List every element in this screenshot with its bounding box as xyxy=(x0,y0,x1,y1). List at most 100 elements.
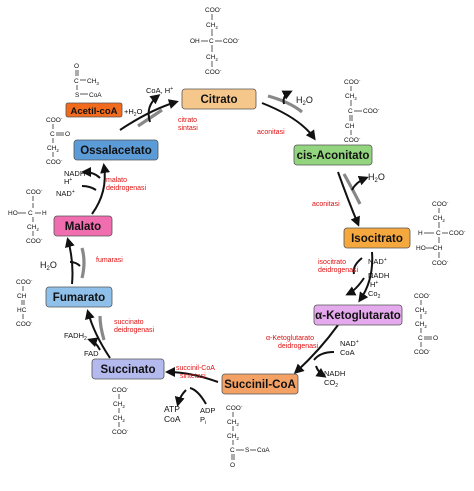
kg-coo-top: COO- xyxy=(414,292,431,300)
label-nadh-kg: NADH xyxy=(324,369,345,378)
oss-c: C xyxy=(50,131,55,138)
arrow-h2o-release xyxy=(281,90,293,105)
oss-o: O xyxy=(65,131,70,138)
node-acetil-coa-box xyxy=(65,102,123,118)
structure-ossalacetato: COO- C O CH2 COO- xyxy=(46,116,70,166)
mal-coo-bottom: COO- xyxy=(26,237,43,245)
label-atp: ATP xyxy=(164,404,180,414)
kg-ch2-1: CH2 xyxy=(415,307,427,315)
arrow-shadow-aconitasi-1 xyxy=(267,94,304,114)
kg-coo-bottom: COO- xyxy=(414,348,431,356)
node-acetil-coa[interactable]: Acetil-coA xyxy=(65,102,123,118)
arrow-nadh-out-mal xyxy=(81,167,101,179)
node-ossalacetato[interactable]: Ossalacetato xyxy=(73,139,159,161)
citrato-coo-bottom: COO- xyxy=(205,68,222,76)
node-succinato-label: Succinato xyxy=(101,364,156,376)
node-isocitrato[interactable]: Isocitrato xyxy=(343,227,411,249)
label-coa-sc: CoA xyxy=(164,414,181,424)
kg-ch2-2: CH2 xyxy=(415,321,427,329)
arrow-nad-in-iso xyxy=(352,257,363,275)
label-co2-iso: Co2 xyxy=(368,289,381,300)
oss-ch2: CH2 xyxy=(47,145,59,153)
iso-ch2: CH2 xyxy=(433,215,445,223)
citrato-c: C xyxy=(209,38,214,45)
label-co2-kg: CO2 xyxy=(324,378,338,389)
structure-ketoglutarato: COO- CH2 CH2 C O COO- xyxy=(414,292,438,356)
citrato-ch2-top: CH2 xyxy=(206,22,218,30)
label-h2o-fum: H2O xyxy=(40,260,57,272)
node-fumarato[interactable]: Fumarato xyxy=(45,286,113,308)
fum-hc: HC xyxy=(17,307,27,314)
acetil-ch3: CH3 xyxy=(87,78,99,86)
mal-ch2: CH2 xyxy=(27,224,39,232)
node-succinil-coa[interactable]: Succinil-CoA xyxy=(221,373,299,395)
succ-ch2-2: CH2 xyxy=(113,415,125,423)
enzyme-isocitrato-deidrogenasi: isocitrato deidrogenasi xyxy=(318,259,359,274)
arrow-succinil-coa-to-succinato xyxy=(165,367,219,383)
enzyme-succinil-coa-sintetasi: succinil-CoA sintetasi xyxy=(176,365,216,380)
structure-fumarato: COO- CH HC COO- xyxy=(16,278,33,328)
arrow-adp-in xyxy=(189,387,207,405)
node-ossalacetato-label: Ossalacetato xyxy=(80,145,152,157)
arrow-nad-in-kg xyxy=(313,351,335,361)
arrow-isocitrato-to-ketoglutarato xyxy=(358,251,374,303)
structure-acetil-coa: O C CH3 S CoA xyxy=(74,63,102,99)
arrow-cis-aconitato-to-isocitrato xyxy=(337,171,360,227)
acetil-s: S xyxy=(75,92,80,99)
arrow-shadow-aconitasi-2 xyxy=(342,173,362,205)
enzyme-fumarasi: fumarasi xyxy=(96,257,123,264)
sc-ch2-1: CH2 xyxy=(227,419,239,427)
label-coa-h: CoA, H+ xyxy=(146,86,173,95)
label-coa-kg: CoA xyxy=(340,348,355,357)
sc-c: C xyxy=(230,447,235,454)
sc-s: S xyxy=(245,447,250,454)
kg-o: O xyxy=(433,335,438,342)
node-citrato-label: Citrato xyxy=(200,94,237,106)
kg-c: C xyxy=(418,335,423,342)
structure-malato: COO- HO C H CH2 COO- xyxy=(8,188,47,245)
arrow-atp-out xyxy=(174,389,187,407)
label-nad-kg: NAD+ xyxy=(340,339,359,348)
oss-coo-bottom: COO- xyxy=(46,158,63,166)
arrow-fadh2-out xyxy=(87,337,101,351)
label-h2o-right-2: H2O xyxy=(368,172,385,184)
node-ossalacetato-box xyxy=(73,139,159,161)
node-cis-aconitato-box xyxy=(293,144,373,166)
citrato-oh: OH xyxy=(190,38,200,45)
cofactor-labels: +H2O CoA, H+ H2O H2O NAD+ NADH H+ Co2 NA… xyxy=(40,86,389,426)
enzyme-ketoglutarato-deidrogenasi: α-Ketoglutarato deidrogenasi xyxy=(266,335,319,350)
node-alfa-ketoglutarato-box xyxy=(313,304,403,326)
enzyme-succinato-deidrogenasi: succinato deidrogenasi xyxy=(114,319,155,334)
sc-coa: CoA xyxy=(257,447,270,454)
structure-citrato: COO- CH2 OH C COO- CH2 COO- xyxy=(190,6,240,76)
iso-c: C xyxy=(436,230,441,237)
node-cis-aconitato[interactable]: cis-Aconitato xyxy=(293,144,373,166)
label-nadh-mal: NADH xyxy=(64,169,85,178)
sc-o: O xyxy=(230,462,235,469)
structure-isocitrato: COO- CH2 H C COO- HO CH COO- xyxy=(416,200,466,267)
oss-coo-top: COO- xyxy=(46,116,63,124)
label-h2o-top: +H2O xyxy=(124,107,143,118)
label-fadh2: FADH2 xyxy=(64,331,87,342)
node-succinato[interactable]: Succinato xyxy=(91,358,165,380)
citrato-coo-right: COO- xyxy=(223,37,240,45)
arrow-h2o-in-fum xyxy=(69,261,81,267)
iso-ch: CH xyxy=(433,245,443,252)
arrow-shadow-fumarasi xyxy=(80,247,86,279)
node-isocitrato-box xyxy=(343,227,411,249)
node-citrato[interactable]: Citrato xyxy=(181,88,257,110)
cis-c: C xyxy=(348,108,353,115)
node-succinato-box xyxy=(91,358,165,380)
structure-succinil-coa: COO- CH2 CH2 C S CoA O xyxy=(226,404,270,469)
mal-coo-top: COO- xyxy=(26,188,43,196)
cis-coo-right: COO- xyxy=(363,107,380,115)
node-alfa-ketoglutarato[interactable]: α-Ketoglutarato xyxy=(313,304,403,326)
node-malato[interactable]: Malato xyxy=(53,215,113,237)
arrow-nad-in-mal xyxy=(81,185,97,191)
iso-coo-top: COO- xyxy=(432,200,449,208)
node-citrato-box xyxy=(181,88,257,110)
iso-h: H xyxy=(418,230,423,237)
cis-ch2: CH2 xyxy=(345,93,357,101)
